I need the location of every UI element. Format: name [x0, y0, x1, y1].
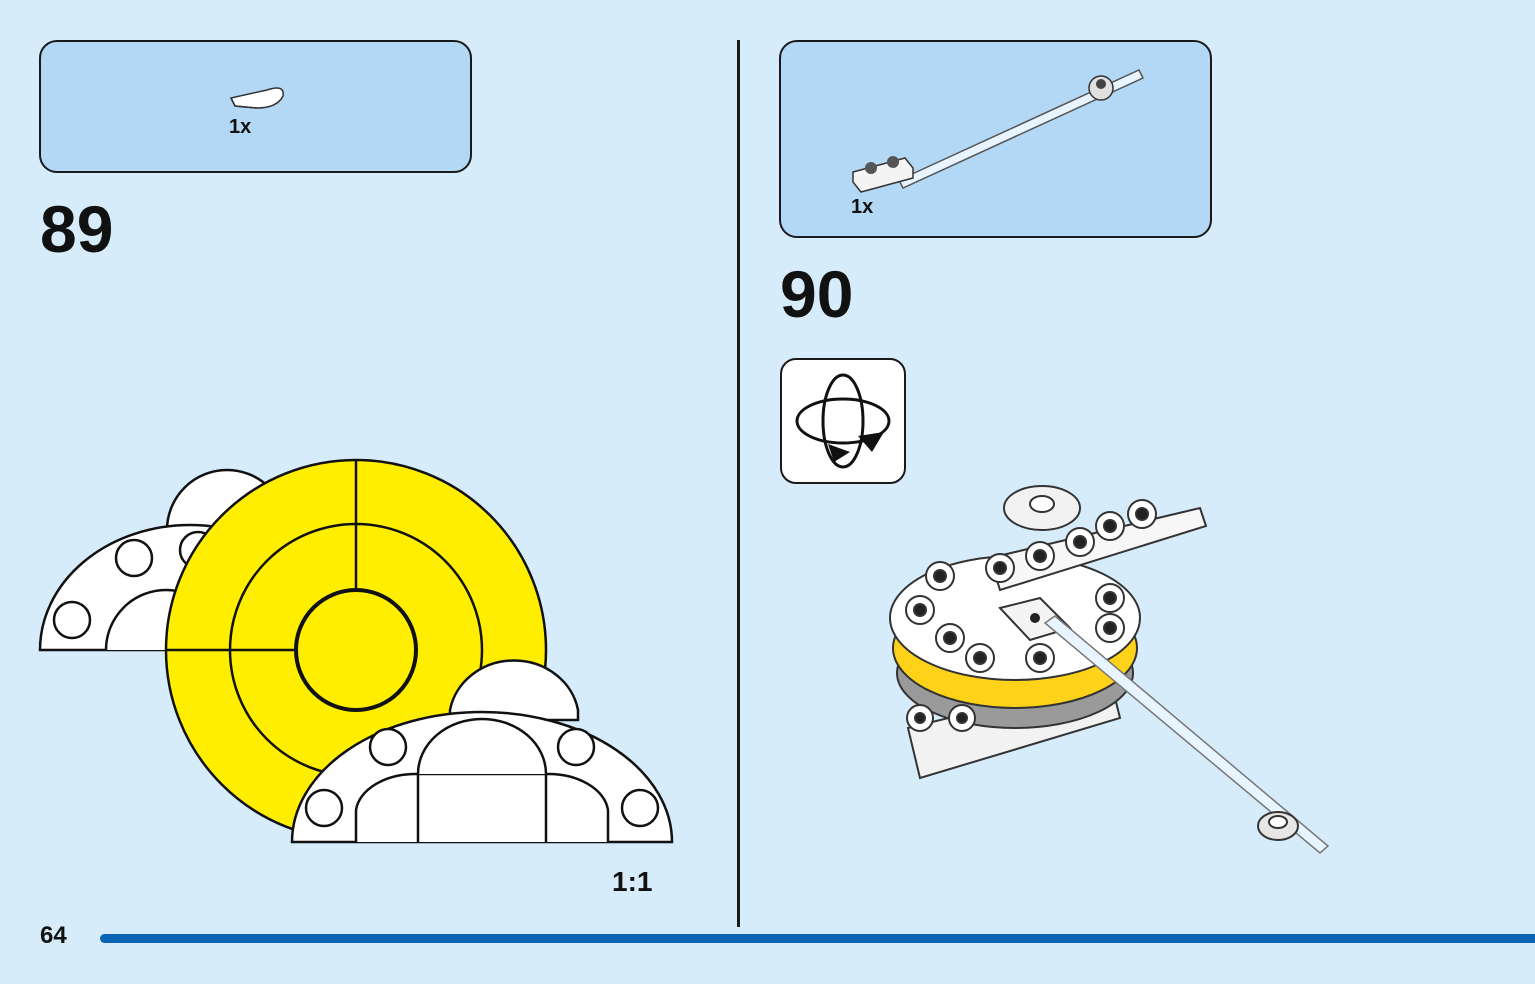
step-89-illustration	[38, 458, 674, 844]
transparent-bar-with-plate-icon	[852, 69, 1145, 193]
scale-label: 1:1	[612, 866, 653, 897]
white-quarter-round-tile-icon	[229, 87, 284, 109]
step-90-number: 90	[780, 257, 854, 331]
column-divider	[737, 40, 740, 927]
step-90-part-quantity: 1x	[851, 196, 874, 218]
step-90-parts-box: 1x	[779, 40, 1212, 238]
step-89-part-quantity: 1x	[229, 116, 252, 138]
page-progress-bar	[100, 934, 1535, 943]
page-number: 64	[40, 922, 67, 949]
step-90-model-illustration	[889, 485, 1330, 854]
rotate-model-box	[780, 358, 906, 484]
rotate-model-icon	[795, 373, 891, 469]
step-89-number: 89	[40, 192, 114, 266]
step-89-parts-box: 1x	[39, 40, 472, 173]
